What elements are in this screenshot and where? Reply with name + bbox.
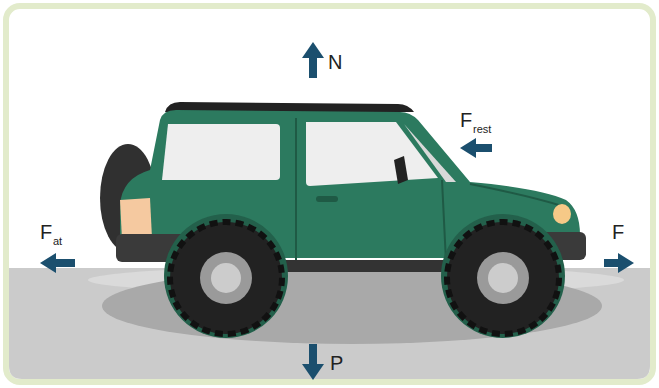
friction-arrow: [40, 253, 75, 273]
force-label: F: [612, 222, 624, 242]
front-arch: [441, 214, 565, 338]
hood-line: [470, 184, 562, 206]
door-line: [296, 118, 446, 262]
mirror: [394, 156, 408, 184]
force-label: F: [40, 222, 52, 242]
rear-window: [162, 124, 280, 180]
tail-light: [120, 198, 152, 240]
rear-hub: [211, 263, 241, 293]
force-subscript: at: [53, 236, 62, 247]
rear-rim: [200, 252, 252, 304]
windshield: [404, 124, 456, 182]
force-arrow: [604, 253, 634, 273]
resistance-arrow: [460, 138, 492, 158]
force-label: F: [460, 110, 472, 130]
headlight: [553, 204, 571, 224]
door-window: [306, 122, 438, 186]
force-label: P: [330, 353, 343, 373]
force-subscript: rest: [473, 124, 491, 135]
rear-tire: [170, 222, 282, 334]
front-tire: [447, 222, 559, 334]
front-hub: [488, 263, 518, 293]
force-label: N: [328, 52, 342, 72]
running-board: [280, 260, 456, 272]
frame: [6, 6, 653, 382]
normal-arrow: [302, 42, 324, 78]
door-handle: [316, 196, 338, 202]
weight-arrow: [302, 344, 324, 380]
rear-arch: [164, 214, 288, 338]
front-rim: [477, 252, 529, 304]
